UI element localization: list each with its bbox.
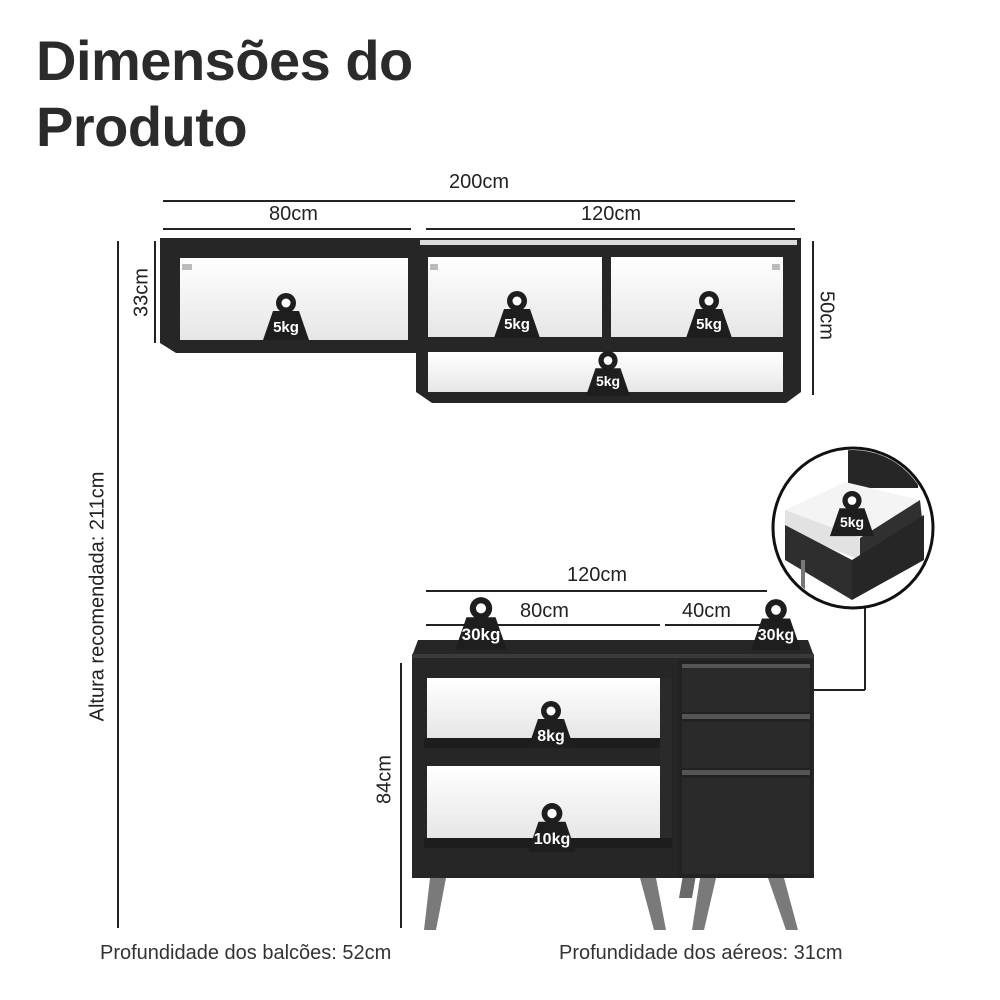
- weight-label: 5kg: [273, 319, 299, 336]
- weight-label: 30kg: [462, 625, 501, 644]
- title-line-2: Produto: [36, 95, 248, 158]
- page-title: Dimensões do Produto: [36, 28, 413, 160]
- weight-drawer-detail-icon: 5kg: [829, 490, 875, 537]
- weight-upper-left-icon: 5kg: [263, 293, 309, 340]
- recommended-height-label: Altura recomendada: 211cm: [86, 471, 109, 722]
- weight-upper-bottom-icon: 5kg: [585, 350, 631, 397]
- dimension-lines: [117, 200, 814, 928]
- upper-right-height-label: 50cm: [815, 291, 838, 340]
- base-cabinet: [412, 640, 814, 930]
- weight-counter-right-icon: 30kg: [751, 599, 801, 650]
- upper-left-width-label: 80cm: [269, 203, 318, 225]
- base-width-label: 120cm: [567, 564, 628, 586]
- base-depth-note: Profundidade dos balcões: 52cm: [100, 942, 392, 964]
- weight-counter-left-icon: 30kg: [455, 597, 507, 650]
- weight-label: 5kg: [840, 514, 864, 530]
- weight-label: 30kg: [758, 627, 794, 644]
- weight-label: 5kg: [504, 316, 530, 333]
- base-height-label: 84cm: [373, 755, 396, 804]
- weight-label: 10kg: [534, 831, 570, 848]
- weight-upper-mid-icon: 5kg: [494, 291, 540, 338]
- title-line-1: Dimensões do: [36, 29, 413, 92]
- base-left-width-label: 80cm: [520, 600, 569, 622]
- weight-upper-right-icon: 5kg: [686, 291, 732, 338]
- total-width-label: 200cm: [449, 171, 510, 193]
- upper-left-height-label: 33cm: [130, 268, 153, 317]
- base-right-width-label: 40cm: [682, 600, 731, 622]
- upper-depth-note: Profundidade dos aéreos: 31cm: [559, 942, 843, 964]
- weight-label: 8kg: [537, 728, 565, 745]
- weight-label: 5kg: [596, 373, 620, 389]
- weight-shelf-top-icon: 8kg: [528, 701, 574, 748]
- upper-right-width-label: 120cm: [581, 203, 642, 225]
- weight-shelf-bottom-icon: 10kg: [528, 803, 576, 852]
- weight-label: 5kg: [696, 316, 722, 333]
